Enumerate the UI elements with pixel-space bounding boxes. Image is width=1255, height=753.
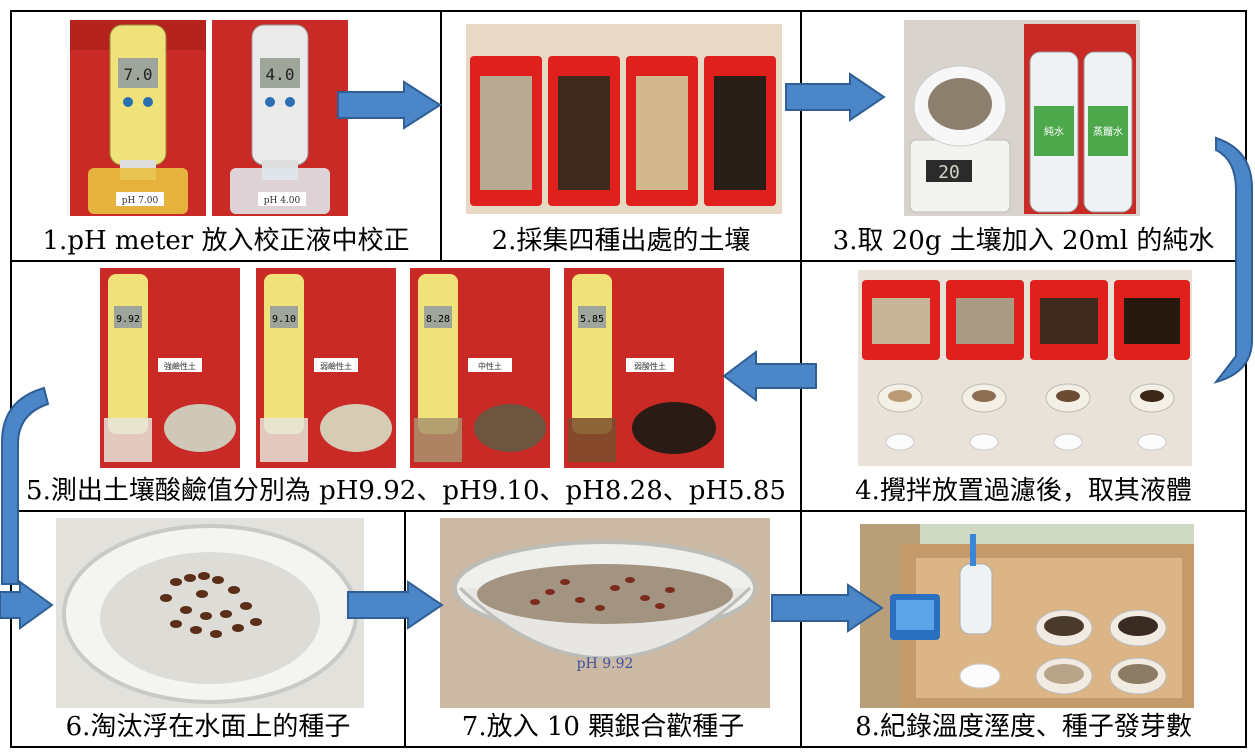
arrow-curve-step5-to-step6-icon <box>1 386 50 585</box>
step-6-caption: 6.淘汰浮在水面上的種子 <box>65 712 351 742</box>
ph-reading-photo-4: 5.85 弱酸性土 <box>564 268 724 468</box>
floating-seeds-photo <box>56 518 364 708</box>
svg-text:pH 9.92: pH 9.92 <box>577 656 634 672</box>
soil-trays-photo <box>466 24 782 214</box>
seed-bowl-photo: pH 9.92 <box>440 518 770 708</box>
step-5-panel: 9.92 強鹼性土 9.10 弱鹼性土 8.28 中性土 <box>10 260 802 512</box>
arrow-step2-to-step3-icon <box>785 72 886 122</box>
step-8-caption: 8.紀錄溫度溼度、種子發芽數 <box>855 712 1192 742</box>
step-7-panel: pH 9.92 7.放入 10 顆銀合歡種子 <box>404 510 802 748</box>
step-3-panel: 20 純水 蒸餾水 3.取 20g 土壤加入 20ml 的純水 <box>800 10 1247 262</box>
svg-text:弱酸性土: 弱酸性土 <box>634 361 666 371</box>
arrow-curve-step3-to-step4-icon <box>1213 136 1253 384</box>
svg-text:7.0: 7.0 <box>124 65 153 84</box>
svg-text:弱鹼性土: 弱鹼性土 <box>320 361 352 371</box>
ph-meter-calibration-photo-b: 4.0 pH 4.00 <box>212 20 348 216</box>
ph-reading-photo-2: 9.10 弱鹼性土 <box>256 268 396 468</box>
svg-text:20: 20 <box>938 162 960 183</box>
svg-text:9.10: 9.10 <box>272 314 296 325</box>
arrow-step4-to-step5-icon <box>722 350 817 402</box>
step-3-caption: 3.取 20g 土壤加入 20ml 的純水 <box>832 226 1215 256</box>
germination-box-photo <box>860 524 1194 708</box>
svg-text:8.28: 8.28 <box>426 314 450 325</box>
arrow-step1-to-step2-icon <box>337 80 442 130</box>
step-1-caption: 1.pH meter 放入校正液中校正 <box>42 226 410 256</box>
ph-reading-photo-3: 8.28 中性土 <box>410 268 550 468</box>
filtering-photo <box>858 270 1192 466</box>
svg-text:4.0: 4.0 <box>266 65 295 84</box>
svg-text:蒸餾水: 蒸餾水 <box>1093 125 1123 138</box>
weighing-scale-photo: 20 純水 蒸餾水 <box>904 20 1140 216</box>
step-1-panel: 7.0 pH 7.00 4.0 pH 4.00 1.pH meter 放入校正液… <box>10 10 442 262</box>
arrow-step7-to-step8-icon <box>771 583 884 633</box>
step-4-panel: 4.攪拌放置過濾後，取其液體 <box>800 260 1247 512</box>
step-2-caption: 2.採集四種出處的土壤 <box>491 226 751 256</box>
step-8-panel: 8.紀錄溫度溼度、種子發芽數 <box>800 510 1247 748</box>
svg-text:5.85: 5.85 <box>580 314 604 325</box>
ph-reading-photo-1: 9.92 強鹼性土 <box>100 268 240 468</box>
ph-meter-calibration-photo-a: 7.0 pH 7.00 <box>70 20 206 216</box>
svg-text:純水: 純水 <box>1044 125 1064 138</box>
svg-text:pH 7.00: pH 7.00 <box>122 196 159 206</box>
step-2-panel: 2.採集四種出處的土壤 <box>440 10 802 262</box>
step-4-caption: 4.攪拌放置過濾後，取其液體 <box>855 476 1192 506</box>
step-7-caption: 7.放入 10 顆銀合歡種子 <box>461 712 745 742</box>
step-5-caption: 5.測出土壤酸鹼值分別為 pH9.92、pH9.10、pH8.28、pH5.85 <box>26 476 786 506</box>
svg-text:9.92: 9.92 <box>116 314 140 325</box>
step-6-panel: 6.淘汰浮在水面上的種子 <box>10 510 406 748</box>
svg-text:中性土: 中性土 <box>478 361 502 371</box>
svg-text:pH 4.00: pH 4.00 <box>264 196 301 206</box>
arrow-into-step6-icon <box>0 580 54 630</box>
arrow-step6-to-step7-icon <box>347 580 444 630</box>
svg-text:強鹼性土: 強鹼性土 <box>164 361 196 371</box>
